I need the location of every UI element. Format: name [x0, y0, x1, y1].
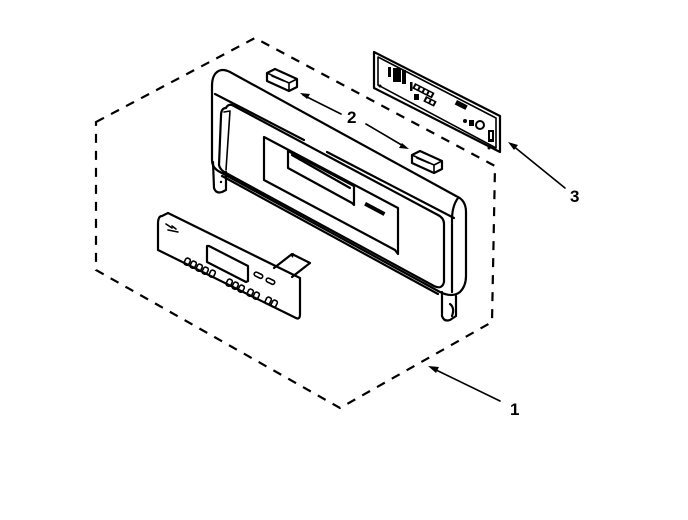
clip-upper [265, 67, 299, 93]
control-panel-housing [210, 68, 468, 322]
callout-label-1: 1 [510, 400, 520, 419]
clip-lower [410, 149, 444, 175]
callout-label-3: 3 [570, 187, 580, 206]
control-board [372, 50, 502, 154]
callout-label-2: 2 [347, 108, 357, 127]
assembly-boundary [94, 36, 497, 410]
leader-lines [300, 93, 566, 402]
keypad-buttons [183, 257, 279, 309]
keypad-overlay [156, 211, 312, 320]
